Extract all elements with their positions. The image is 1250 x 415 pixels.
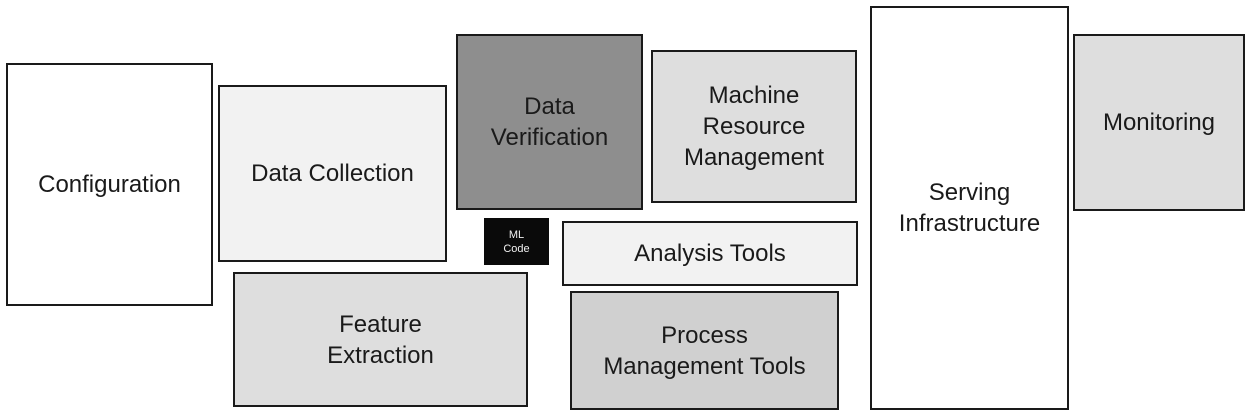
analysis-tools-label: Analysis Tools [634, 240, 786, 267]
serving-infrastructure-label: Serving Infrastructure [898, 179, 1041, 237]
serving-infrastructure-box: Serving Infrastructure [870, 6, 1069, 410]
configuration-box: Configuration [6, 63, 213, 306]
monitoring-box: Monitoring [1073, 34, 1245, 211]
machine-resource-management-label: Machine Resource Management [683, 82, 825, 171]
feature-extraction-box: Feature Extraction [233, 272, 528, 407]
ml-code-box: ML Code [484, 218, 549, 265]
feature-extraction-label: Feature Extraction [327, 310, 434, 369]
machine-resource-management-box: Machine Resource Management [651, 50, 857, 203]
data-collection-box: Data Collection [218, 85, 447, 262]
data-collection-label: Data Collection [251, 160, 414, 187]
data-verification-label: Data Verification [490, 93, 609, 151]
analysis-tools-box: Analysis Tools [562, 221, 858, 286]
monitoring-label: Monitoring [1102, 109, 1216, 136]
configuration-label: Configuration [38, 171, 181, 198]
ml-code-label: ML Code [503, 228, 530, 255]
process-management-tools-box: Process Management Tools [570, 291, 839, 410]
process-management-tools-label: Process Management Tools [603, 321, 806, 380]
data-verification-box: Data Verification [456, 34, 643, 210]
